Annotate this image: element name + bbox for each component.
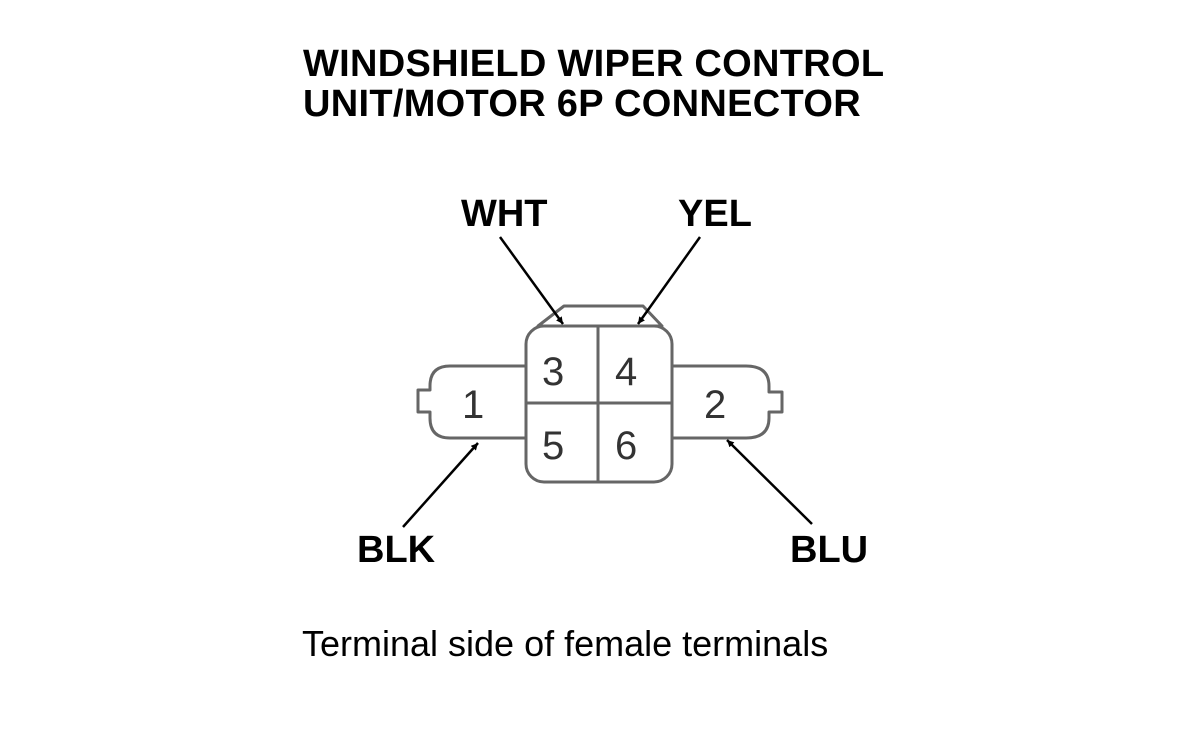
- terminal-2: 2: [704, 383, 726, 427]
- diagram-title: WINDSHIELD WIPER CONTROL UNIT/MOTOR 6P C…: [303, 44, 884, 124]
- arrow-blu: [726, 439, 813, 525]
- caption: Terminal side of female terminals: [302, 623, 829, 664]
- left-pin-housing: [416, 364, 527, 440]
- wire-label-yel: YEL: [678, 193, 752, 235]
- terminal-1: 1: [462, 383, 484, 427]
- terminal-6: 6: [615, 424, 637, 468]
- arrow-blk: [402, 442, 479, 528]
- wire-label-wht: WHT: [461, 193, 548, 235]
- wire-label-blu: BLU: [790, 529, 869, 571]
- title-line-2: UNIT/MOTOR 6P CONNECTOR: [303, 83, 861, 125]
- terminal-5: 5: [542, 424, 564, 468]
- terminal-4: 4: [615, 350, 637, 394]
- arrow-wht: [498, 236, 565, 325]
- title-line-1: WINDSHIELD WIPER CONTROL: [303, 43, 885, 85]
- wire-label-blk: BLK: [357, 529, 436, 571]
- arrow-yel: [636, 236, 702, 325]
- right-pin-housing: [672, 364, 784, 440]
- terminal-3: 3: [542, 350, 564, 394]
